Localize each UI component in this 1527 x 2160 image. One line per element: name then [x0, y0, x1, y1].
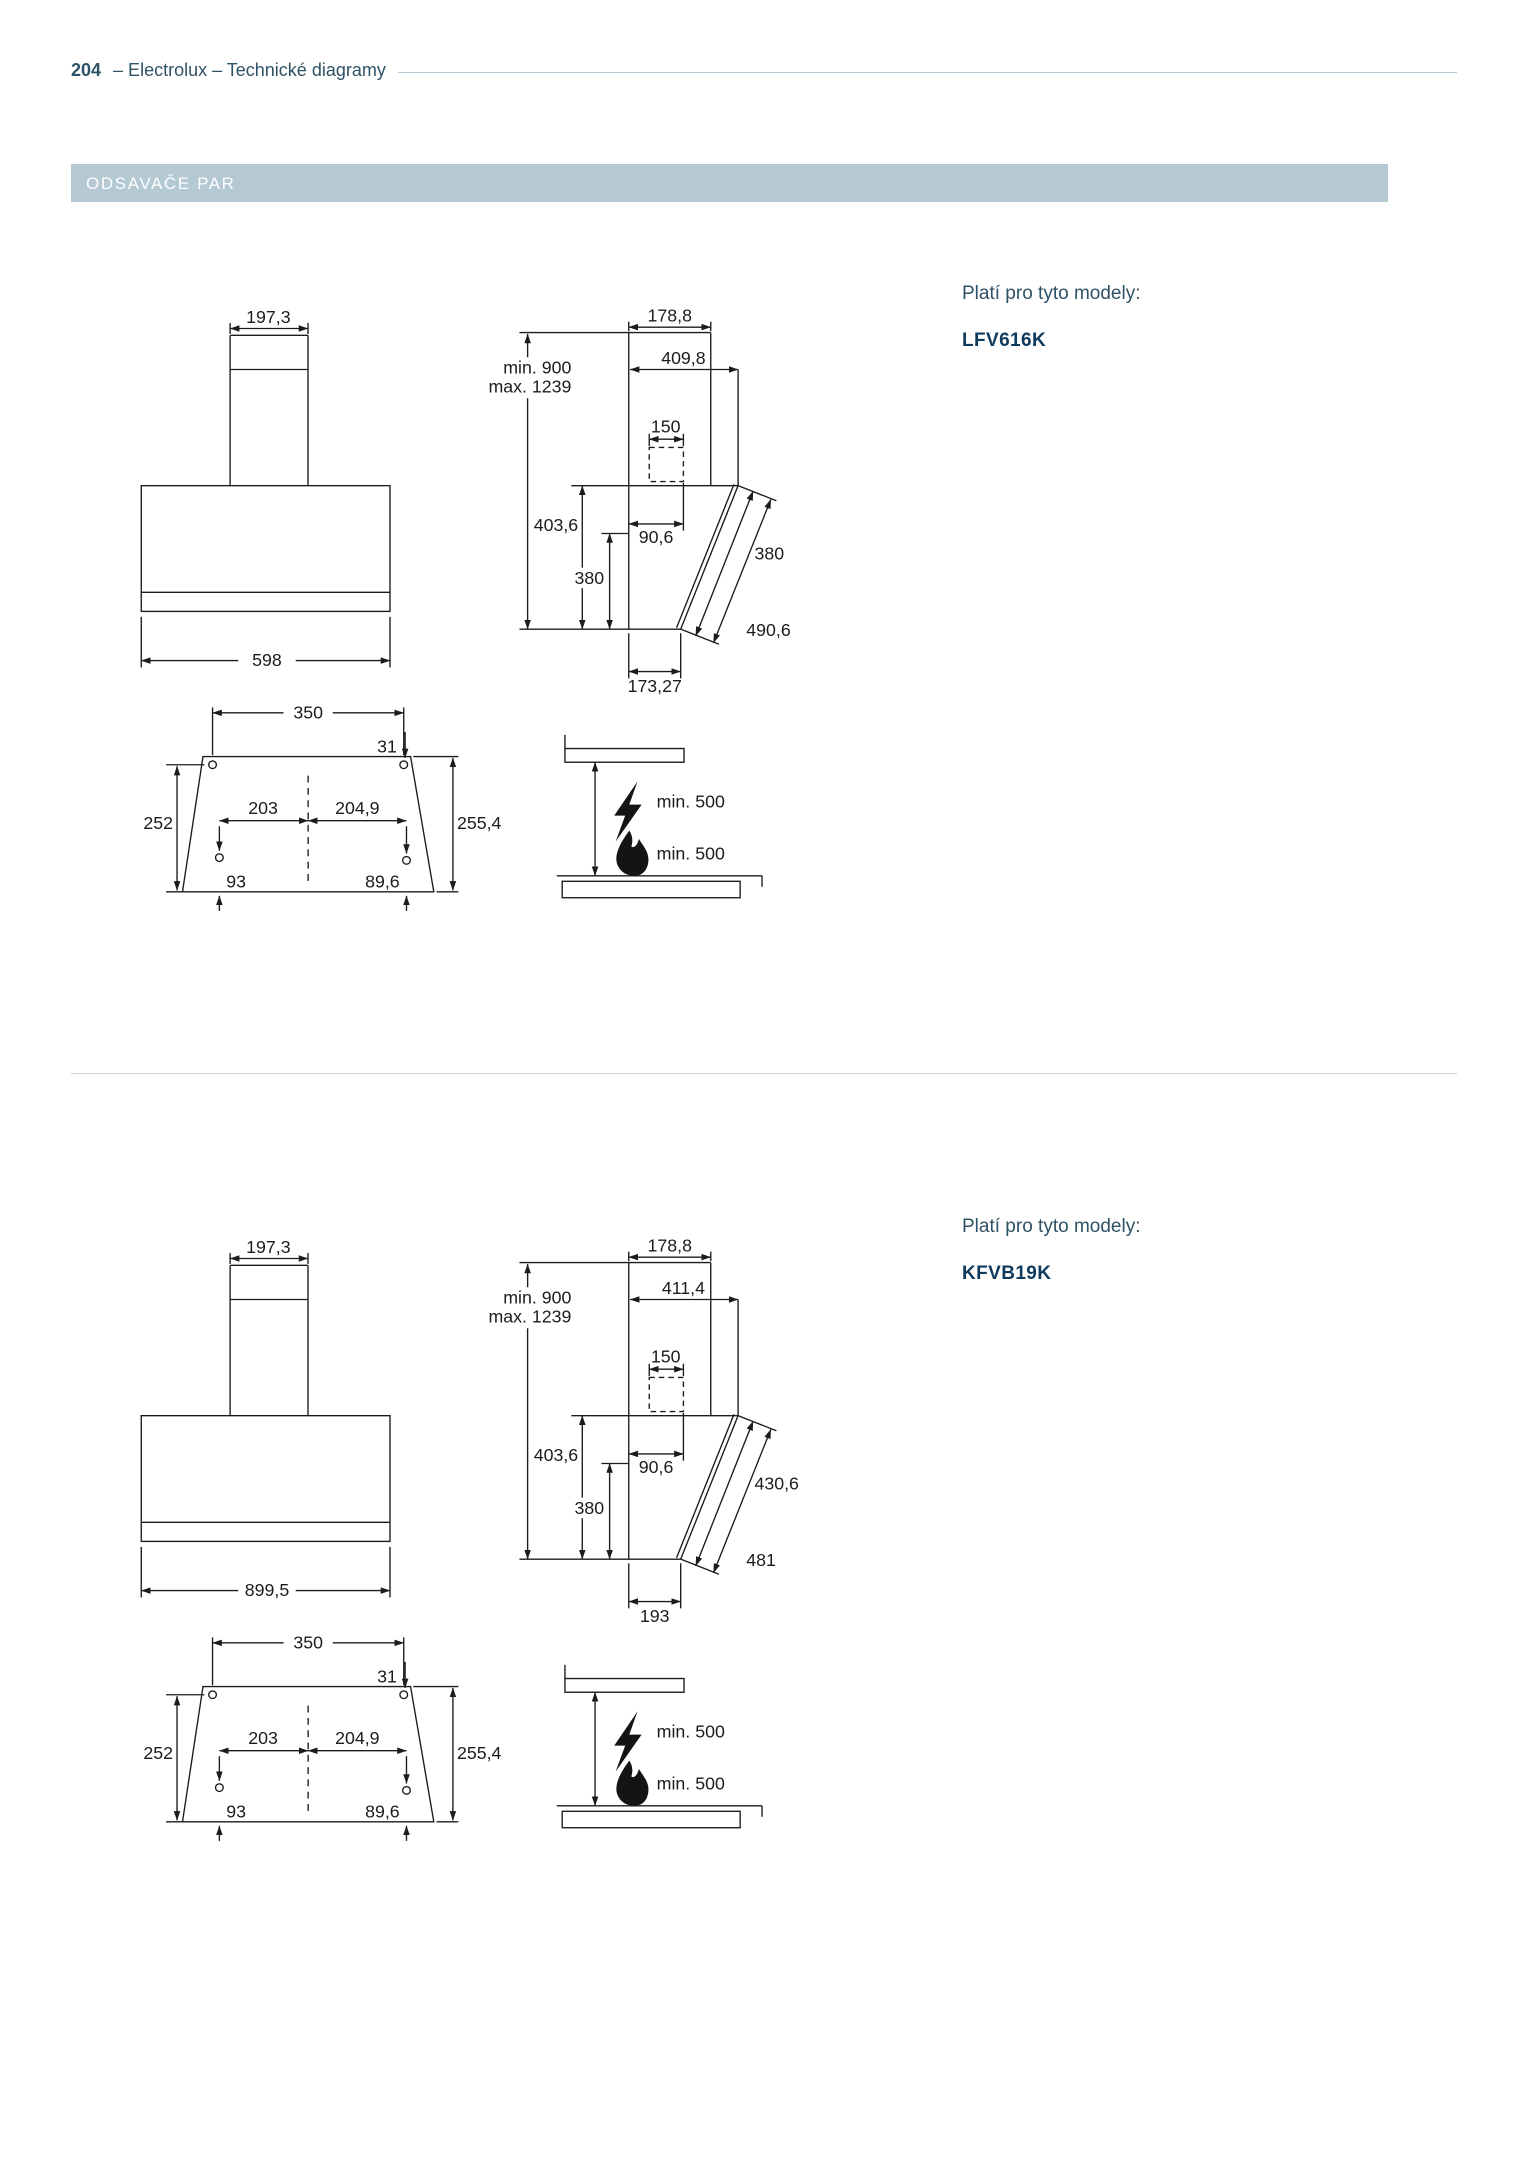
lightning-icon [614, 781, 642, 842]
dim-top-depth: 178,8 [648, 306, 693, 326]
dim-slant-lower: 490,6 [746, 620, 791, 640]
dim-bottom-depth: 173,27 [628, 676, 682, 696]
dim-height-max: max. 1239 [488, 1307, 571, 1327]
front-view-diagram: 197,3 598 [140, 307, 391, 670]
bottom-view-lines [166, 707, 459, 911]
dim-slant-upper: 430,6 [754, 1473, 799, 1493]
clearance-gas-label: min. 500 [657, 1773, 725, 1793]
applies-to-label: Platí pro tyto modely: [962, 283, 1141, 304]
dim-center-to-right: 204,9 [335, 1728, 380, 1748]
side-view-diagram: 178,8 min. 900 max. 1239 411,4 150 90,6 … [488, 1236, 799, 1626]
dim-left-to-center: 203 [248, 798, 278, 818]
front-view-diagram: 197,3 899,5 [140, 1237, 391, 1600]
clearance-lines [556, 734, 763, 899]
dim-body-height: 403,6 [534, 1445, 579, 1465]
dim-duct-width: 150 [651, 416, 681, 436]
dim-top-offset: 409,8 [661, 348, 706, 368]
dim-edge-offset: 31 [377, 736, 397, 756]
dim-hood-width: 899,5 [245, 1580, 290, 1600]
page-header: 204 – Electrolux – Technické diagramy [71, 60, 1457, 81]
dim-edge-offset: 31 [377, 1666, 397, 1686]
dim-bottom-right: 89,6 [365, 1802, 400, 1822]
bottom-view-diagram: 350 31 252 203 204,9 255,4 93 89,6 [143, 1632, 502, 1841]
side-view-diagram: 178,8 min. 900 max. 1239 409,8 150 90,6 … [488, 306, 791, 696]
dim-inner-height: 380 [575, 1498, 605, 1518]
dim-height-min: min. 900 [503, 358, 571, 378]
dim-duct-offset: 90,6 [639, 527, 674, 547]
flame-icon [616, 1760, 649, 1806]
front-view-lines [140, 323, 391, 668]
section-banner: ODSAVAČE PAR [71, 164, 1388, 202]
dim-duct-offset: 90,6 [639, 1457, 674, 1477]
dim-inner-height: 380 [575, 568, 605, 588]
dim-left-height: 252 [143, 1743, 173, 1763]
header-rule [397, 71, 1457, 73]
clearance-lines [556, 1664, 763, 1829]
clearance-diagram: min. 500 min. 500 [556, 1664, 763, 1829]
side-view-lines [519, 321, 777, 679]
page-title: – Electrolux – Technické diagramy [113, 60, 386, 80]
clearance-electric-label: min. 500 [657, 1721, 725, 1741]
model-name: LFV616K [962, 330, 1047, 351]
dim-top-offset: 411,4 [662, 1278, 705, 1298]
dim-left-height: 252 [143, 813, 173, 833]
dim-center-to-right: 204,9 [335, 798, 380, 818]
dim-height-min: min. 900 [503, 1288, 571, 1308]
flame-icon [616, 830, 649, 876]
clearance-diagram: min. 500 min. 500 [556, 734, 763, 899]
applies-to-label: Platí pro tyto modely: [962, 1216, 1141, 1237]
dim-right-height: 255,4 [457, 813, 502, 833]
dim-bottom-depth: 193 [640, 1606, 670, 1626]
dim-right-height: 255,4 [457, 1743, 502, 1763]
dim-bottom-left: 93 [226, 872, 246, 892]
dim-chimney-width: 197,3 [246, 1237, 291, 1257]
section-divider [71, 1073, 1457, 1074]
dim-hole-span: 350 [293, 1632, 323, 1652]
dim-slant-lower: 481 [746, 1550, 776, 1570]
dim-top-depth: 178,8 [648, 1236, 693, 1256]
dim-duct-width: 150 [651, 1346, 681, 1366]
side-view-lines [519, 1251, 777, 1609]
dim-bottom-right: 89,6 [365, 872, 400, 892]
dim-body-height: 403,6 [534, 515, 579, 535]
dim-bottom-left: 93 [226, 1802, 246, 1822]
dim-left-to-center: 203 [248, 1728, 278, 1748]
front-view-lines [140, 1253, 391, 1598]
dim-slant-upper: 380 [754, 543, 784, 563]
clearance-gas-label: min. 500 [657, 843, 725, 863]
dim-hole-span: 350 [293, 702, 323, 722]
lightning-icon [614, 1711, 642, 1772]
bottom-view-diagram: 350 31 252 203 204,9 255,4 93 89,6 [143, 702, 502, 911]
dim-hood-width: 598 [252, 650, 282, 670]
model-name: KFVB19K [962, 1263, 1052, 1284]
dim-chimney-width: 197,3 [246, 307, 291, 327]
clearance-electric-label: min. 500 [657, 791, 725, 811]
dim-height-max: max. 1239 [488, 377, 571, 397]
bottom-view-lines [166, 1637, 459, 1841]
page-number: 204 [71, 60, 102, 80]
